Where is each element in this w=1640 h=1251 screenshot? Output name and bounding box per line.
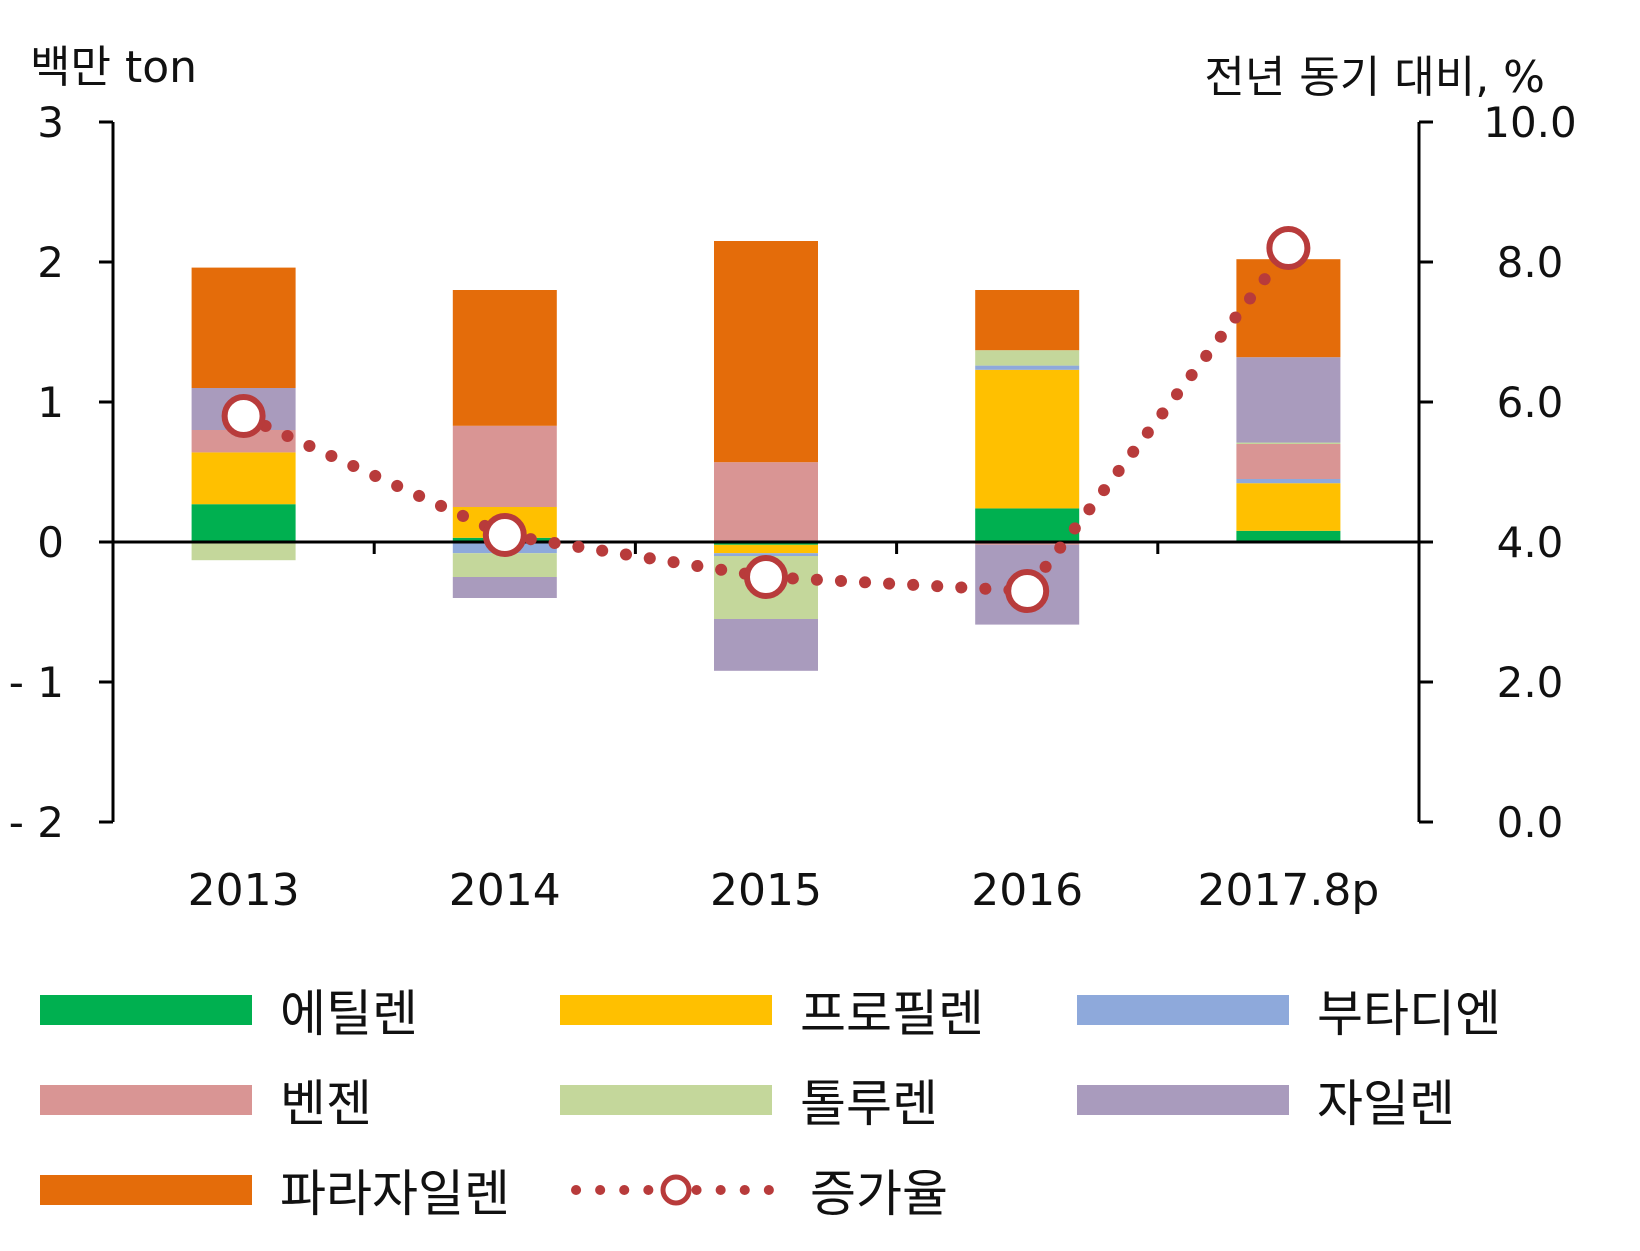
bar-segment <box>714 544 818 554</box>
bar-segment <box>191 504 296 542</box>
bar-segment <box>975 369 1080 509</box>
legend-label: 톨루렌 <box>800 1075 938 1133</box>
growth-rate-marker <box>1005 569 1050 613</box>
bar-segment <box>1236 479 1341 484</box>
bar-segment <box>1236 483 1341 531</box>
bar-segment <box>452 577 557 598</box>
bar-segment <box>1236 444 1341 479</box>
legend-label: 자일렌 <box>1317 1075 1455 1133</box>
legend-swatch <box>1077 1085 1289 1115</box>
bar-segment <box>191 452 296 505</box>
legend-item: 톨루렌 <box>560 1070 938 1133</box>
bar-segment <box>452 553 557 577</box>
x-tick-label: 2015 <box>710 865 822 916</box>
legend-item: 프로필렌 <box>560 980 984 1043</box>
y-left-tick-label: 2 <box>37 238 64 287</box>
bar-segment <box>1236 530 1341 542</box>
bar-segment <box>714 619 818 671</box>
legend-item: 증가율 <box>570 1160 948 1223</box>
bar-segment <box>452 290 557 426</box>
y-right-tick-label: 2.0 <box>1497 658 1564 707</box>
bar-segment <box>191 267 296 388</box>
x-tick-label: 2017.8p <box>1197 865 1379 916</box>
y-right-tick-label: 6.0 <box>1497 378 1564 427</box>
bar-segment <box>1236 357 1341 443</box>
bar-segment <box>191 430 296 453</box>
legend-swatch <box>40 1175 252 1205</box>
bar-segment <box>975 365 1080 370</box>
x-tick-label: 2014 <box>449 865 561 916</box>
y-right-tick-label: 10.0 <box>1483 98 1577 147</box>
growth-rate-marker <box>221 394 266 438</box>
legend-label: 프로필렌 <box>800 985 984 1043</box>
y-left-tick-label: - 1 <box>9 658 64 707</box>
bar-segment <box>975 508 1080 542</box>
legend-item: 벤젠 <box>40 1070 372 1133</box>
bar-segment <box>714 462 818 542</box>
chart-area: 백만 ton 전년 동기 대비, % 3 2 1 0 - 1 - 2 10.0 8.0 6.0 4.0… <box>9 42 1577 916</box>
growth-rate-marker <box>482 513 527 557</box>
legend-swatch <box>40 1085 252 1115</box>
legend-label: 벤젠 <box>280 1075 372 1133</box>
bar-segment <box>1236 259 1341 358</box>
legend-item: 에틸렌 <box>40 980 418 1043</box>
bar-segment <box>191 542 296 561</box>
y-right-tick-label: 8.0 <box>1497 238 1564 287</box>
y-right-unit-label: 전년 동기 대비, % <box>1204 52 1545 103</box>
y-left-unit-label: 백만 ton <box>30 42 197 93</box>
x-tick-label: 2013 <box>188 865 300 916</box>
bar-segment <box>714 553 818 556</box>
legend-item: 자일렌 <box>1077 1070 1455 1133</box>
bar-segment <box>714 241 818 463</box>
bar-segment <box>1236 442 1341 444</box>
x-tick-label: 2016 <box>971 865 1083 916</box>
legend-label: 부타디엔 <box>1317 985 1501 1043</box>
y-left-tick-label: - 2 <box>9 798 64 847</box>
legend-line-swatch <box>571 1174 781 1206</box>
y-left-tick-label: 1 <box>37 378 64 427</box>
bar-segment <box>975 290 1080 351</box>
legend-swatch <box>1077 995 1289 1025</box>
legend-label: 증가율 <box>810 1165 948 1223</box>
y-right-tick-label: 0.0 <box>1497 798 1564 847</box>
legend-item: 파라자일렌 <box>40 1160 510 1223</box>
bar-segment <box>975 350 1080 366</box>
growth-rate-marker <box>744 555 788 599</box>
y-left-tick-label: 3 <box>37 98 64 147</box>
legend-swatch <box>560 1085 772 1115</box>
legend-label: 에틸렌 <box>280 985 418 1043</box>
legend-item: 부타디엔 <box>1077 980 1501 1043</box>
y-right-tick-label: 4.0 <box>1497 518 1564 567</box>
legend-swatch <box>40 995 252 1025</box>
legend-label: 파라자일렌 <box>280 1165 510 1223</box>
legend-swatch <box>560 995 772 1025</box>
y-left-tick-label: 0 <box>37 518 64 567</box>
bar-segment <box>452 425 557 507</box>
growth-rate-marker <box>1266 226 1311 270</box>
